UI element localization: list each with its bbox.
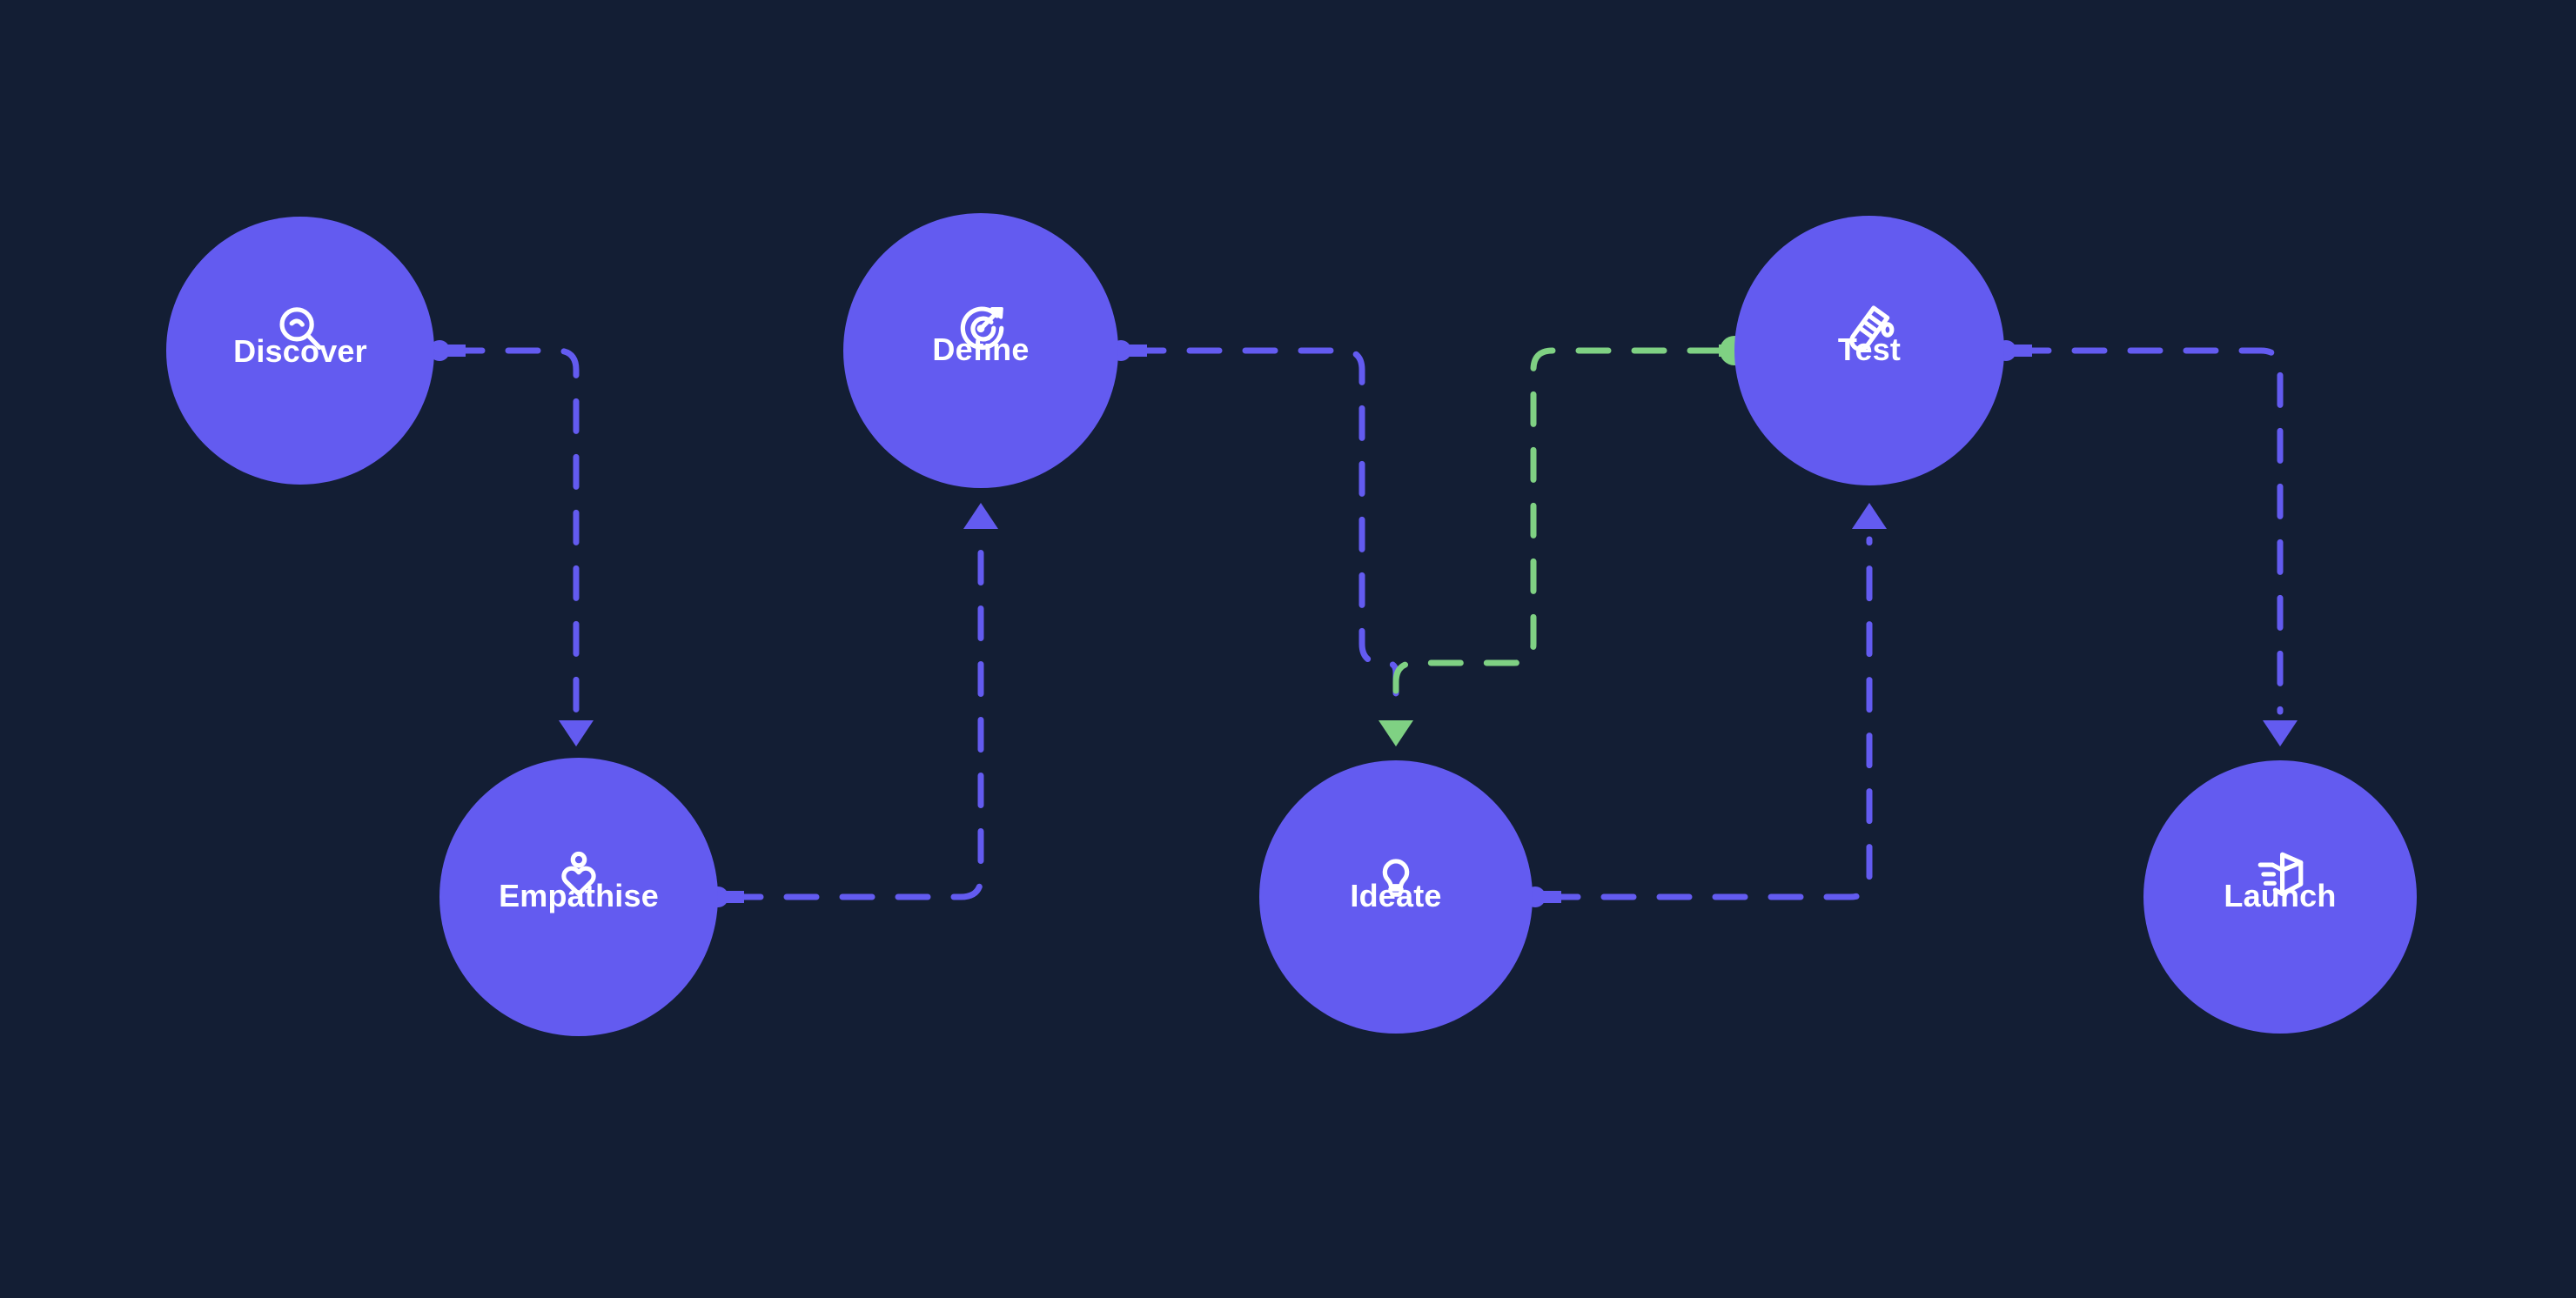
edge-empathise-define-arrowhead [963,503,998,529]
test-tube-icon [1849,305,1895,351]
node-label-ideate: Ideate [1350,878,1442,913]
test-tube-icon [1842,302,1896,356]
node-label-empathise: Empathise [499,878,659,913]
shipping-box-icon [2253,848,2307,902]
person-heart-icon [552,848,606,902]
node-empathise[interactable]: Empathise [439,758,718,1036]
edge-test-launch[interactable] [2016,347,2284,715]
shipping-box-icon [2257,852,2304,897]
node-label-define: Define [932,331,1030,367]
node-label-test: Test [1837,331,1902,367]
edge-ideate-test[interactable] [1545,536,1873,900]
node-define[interactable]: Define [843,213,1118,488]
edge-empathise-define[interactable] [728,536,984,900]
edge-test-ideate[interactable] [1392,347,1723,717]
node-ideate[interactable]: Ideate [1259,760,1533,1034]
node-test[interactable]: Test [1734,216,2004,485]
magnifier-icon [273,302,327,356]
node-label-launch: Launch [2224,878,2337,913]
target-dart-icon [960,306,1004,351]
edge-discover-empathise[interactable] [449,347,580,715]
target-dart-icon [954,302,1008,356]
edge-ideate-test-arrowhead [1852,503,1887,529]
node-discover[interactable]: Discover [166,217,434,485]
magnifier-icon [279,307,322,351]
edge-test-ideate-arrowhead [1379,720,1413,746]
port-discover-right[interactable] [429,340,450,361]
edge-define-ideate[interactable] [1130,347,1399,699]
lightbulb-icon [1369,848,1423,902]
edge-discover-empathise-arrowhead [559,720,594,746]
edge-test-launch-arrowhead [2263,720,2298,746]
node-launch[interactable]: Launch [2143,760,2417,1034]
lightbulb-icon [1382,859,1410,897]
person-heart-icon [561,851,596,897]
node-label-discover: Discover [233,333,367,369]
